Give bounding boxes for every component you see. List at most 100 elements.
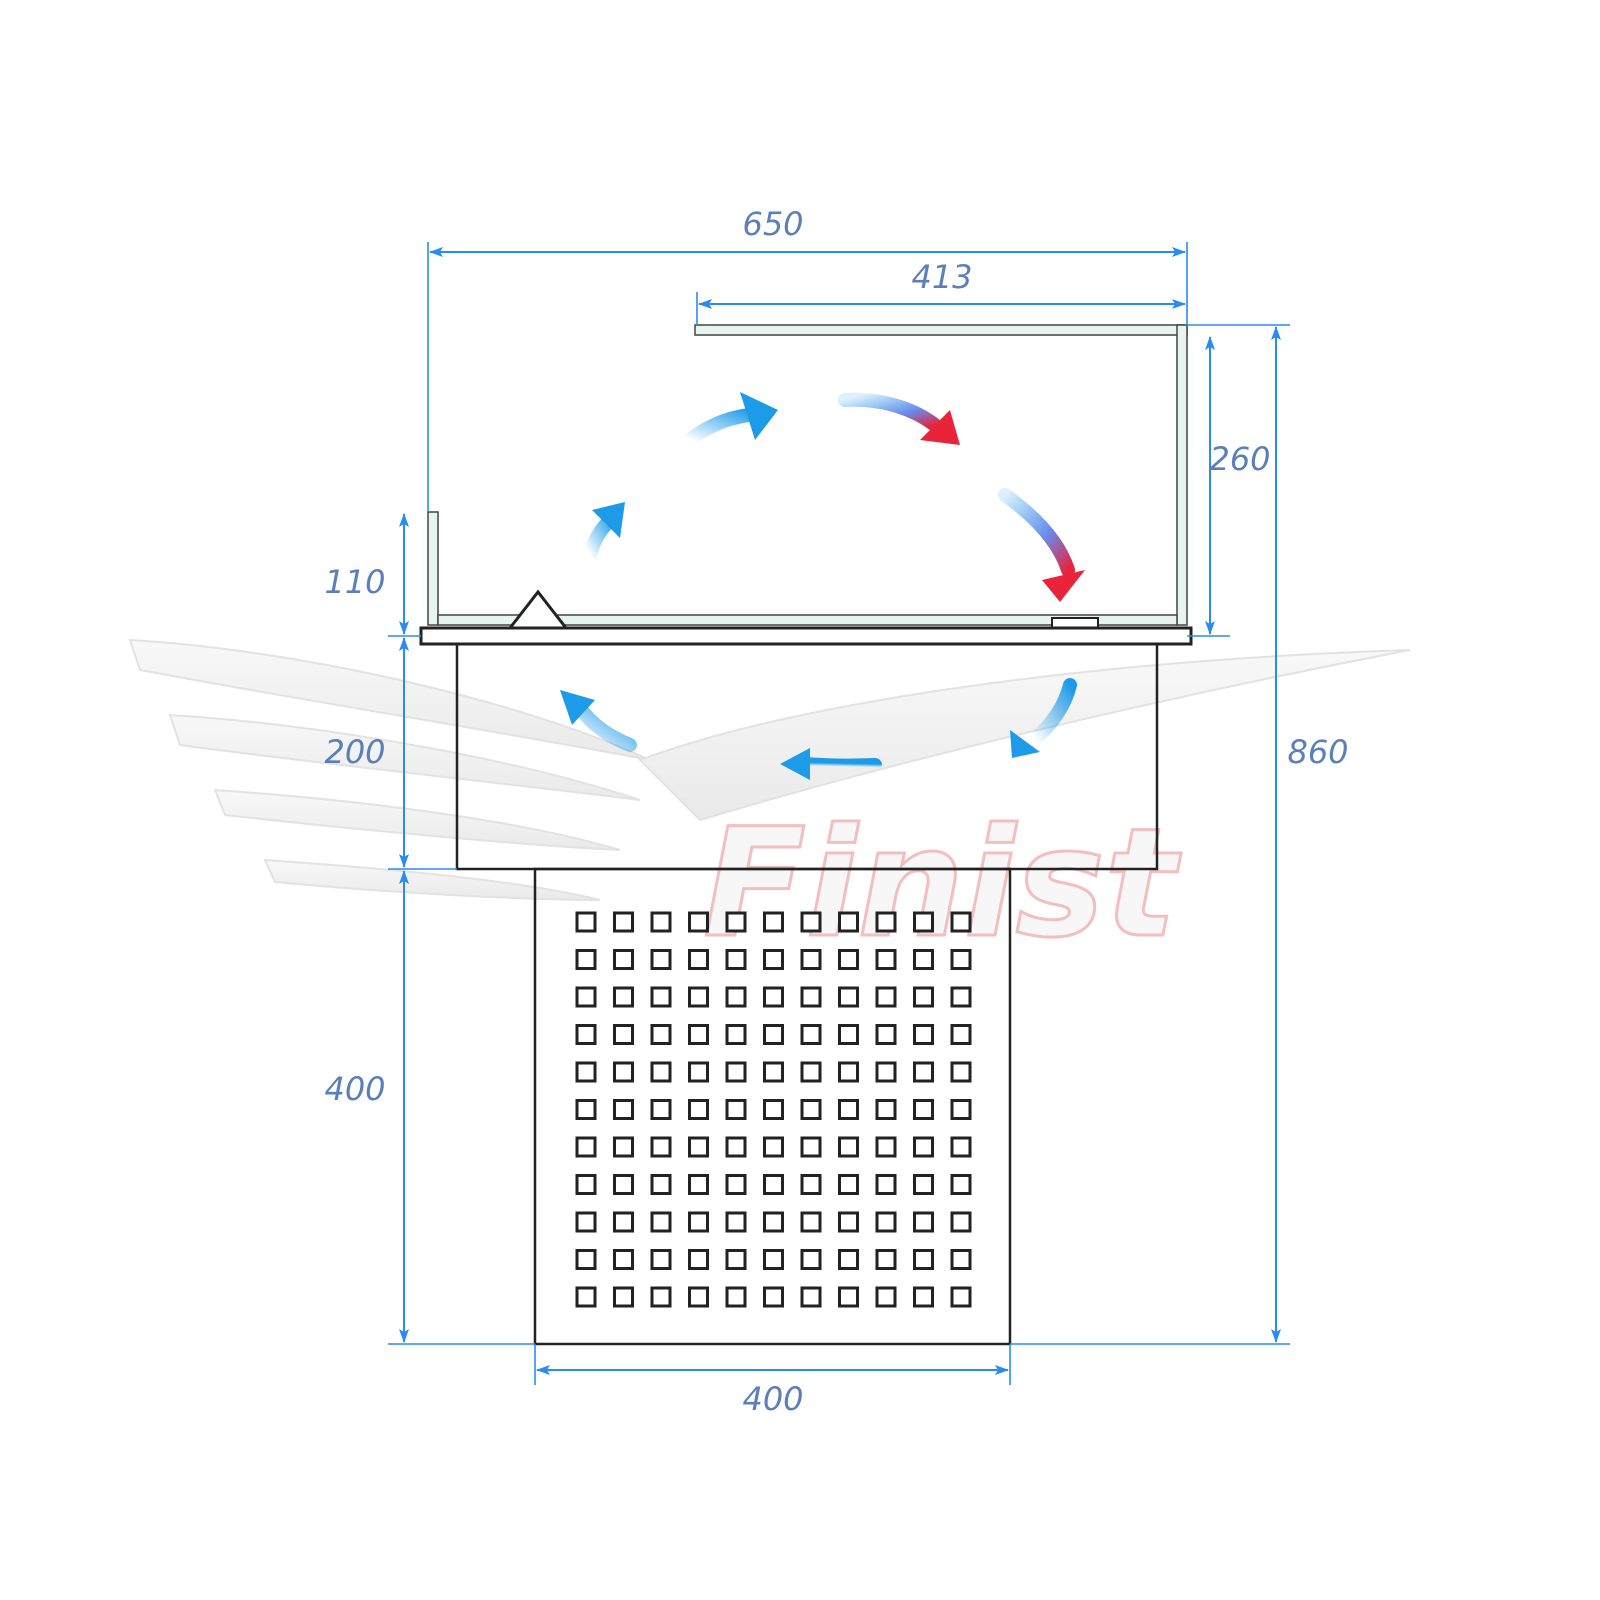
vent-hole: [800, 1061, 822, 1083]
vent-hole: [688, 911, 709, 933]
vent-hole: [913, 1249, 934, 1270]
vent-hole: [763, 986, 784, 1008]
vent-hole: [950, 986, 972, 1008]
vent-hole: [763, 949, 784, 970]
vent-hole: [575, 1249, 597, 1270]
vent-hole: [838, 1211, 859, 1233]
vent-hole: [650, 911, 672, 933]
vent-hole: [613, 1286, 634, 1308]
vent-hole: [950, 911, 972, 933]
vent-hole: [575, 1024, 597, 1045]
vent-hole: [688, 1211, 709, 1233]
vent-hole: [650, 986, 672, 1008]
airflow-arrow-up-right: [683, 392, 778, 447]
vent-hole: [725, 911, 747, 933]
vent-hole: [688, 1174, 709, 1195]
vent-hole: [950, 1099, 972, 1120]
vent-hole: [650, 1249, 672, 1270]
vent-hole: [688, 1061, 709, 1083]
vent-hole: [913, 1211, 934, 1233]
vent-hole: [688, 1099, 709, 1120]
vent-hole: [725, 949, 747, 970]
vent-hole: [763, 1249, 784, 1270]
dimension-lines: [399, 247, 1281, 1375]
vent-hole: [838, 1061, 859, 1083]
vent-hole: [575, 986, 597, 1008]
vent-hole: [950, 1249, 972, 1270]
vent-hole: [838, 1024, 859, 1045]
vent-hole: [575, 949, 597, 970]
label-overall-height: 860: [1287, 733, 1348, 771]
vent-hole: [575, 1286, 597, 1308]
vent-hole: [575, 1136, 597, 1158]
vent-hole: [688, 1249, 709, 1270]
vent-hole: [613, 949, 634, 970]
vent-hole: [875, 1174, 897, 1195]
airflow-arrow-tub-down-left: [1010, 678, 1077, 758]
vent-hole: [838, 1286, 859, 1308]
vent-hole: [763, 1286, 784, 1308]
vent-hole: [575, 1174, 597, 1195]
vent-hole: [650, 1136, 672, 1158]
vent-hole: [838, 1099, 859, 1120]
vent-hole: [725, 1286, 747, 1308]
vent-hole: [800, 1024, 822, 1045]
extension-lines: [388, 242, 1290, 1385]
vent-hole: [763, 911, 784, 933]
vent-hole: [650, 1174, 672, 1195]
vent-hole: [575, 911, 597, 933]
vent-hole: [613, 1136, 634, 1158]
vent-hole: [950, 1211, 972, 1233]
vent-hole: [650, 1211, 672, 1233]
vent-hole: [688, 949, 709, 970]
vent-hole: [725, 1174, 747, 1195]
vent-hole: [875, 949, 897, 970]
vent-hole: [950, 949, 972, 970]
ventilation-grid: [575, 911, 972, 1308]
glass-canopy: [427, 324, 1188, 626]
vent-hole: [950, 1286, 972, 1308]
display-unit-body: [419, 589, 1193, 1346]
vent-hole: [650, 1024, 672, 1045]
vent-hole: [575, 1099, 597, 1120]
vent-hole: [763, 1024, 784, 1045]
vent-hole: [875, 1024, 897, 1045]
vent-hole: [725, 1061, 747, 1083]
vent-hole: [650, 1286, 672, 1308]
vent-hole: [913, 911, 934, 933]
vent-hole: [800, 1136, 822, 1158]
vent-hole: [800, 949, 822, 970]
vent-hole: [838, 1174, 859, 1195]
label-rear-guard-height: 110: [324, 563, 385, 601]
airflow-arrows: [560, 392, 1085, 780]
cabinet-base: [533, 867, 1012, 1346]
vent-hole: [800, 911, 822, 933]
vent-hole: [875, 1211, 897, 1233]
vent-hole: [838, 1249, 859, 1270]
vent-hole: [763, 1061, 784, 1083]
vent-hole: [650, 1061, 672, 1083]
label-glass-height: 260: [1209, 440, 1270, 478]
airflow-arrow-up-left: [583, 502, 625, 562]
vent-hole: [875, 1286, 897, 1308]
vent-hole: [800, 986, 822, 1008]
vent-hole: [875, 1136, 897, 1158]
vent-hole: [875, 1061, 897, 1083]
vent-hole: [913, 1174, 934, 1195]
vent-hole: [613, 1211, 634, 1233]
vent-hole: [913, 1024, 934, 1045]
vent-hole: [875, 1099, 897, 1120]
vent-hole: [613, 1061, 634, 1083]
vent-hole: [575, 1061, 597, 1083]
vent-hole: [688, 1286, 709, 1308]
vent-hole: [763, 1099, 784, 1120]
dimension-labels: 650 413 260 860 110 200 400 400: [324, 205, 1348, 1418]
vent-hole: [838, 911, 859, 933]
airflow-arrow-tub-left: [780, 748, 882, 780]
airflow-arrow-down-right: [998, 488, 1085, 602]
vent-hole: [575, 1211, 597, 1233]
airflow-arrow-tub-up-left: [560, 690, 637, 752]
vent-hole: [763, 1174, 784, 1195]
counter-top: [419, 626, 1193, 646]
airflow-arrow-top-right: [838, 392, 960, 445]
